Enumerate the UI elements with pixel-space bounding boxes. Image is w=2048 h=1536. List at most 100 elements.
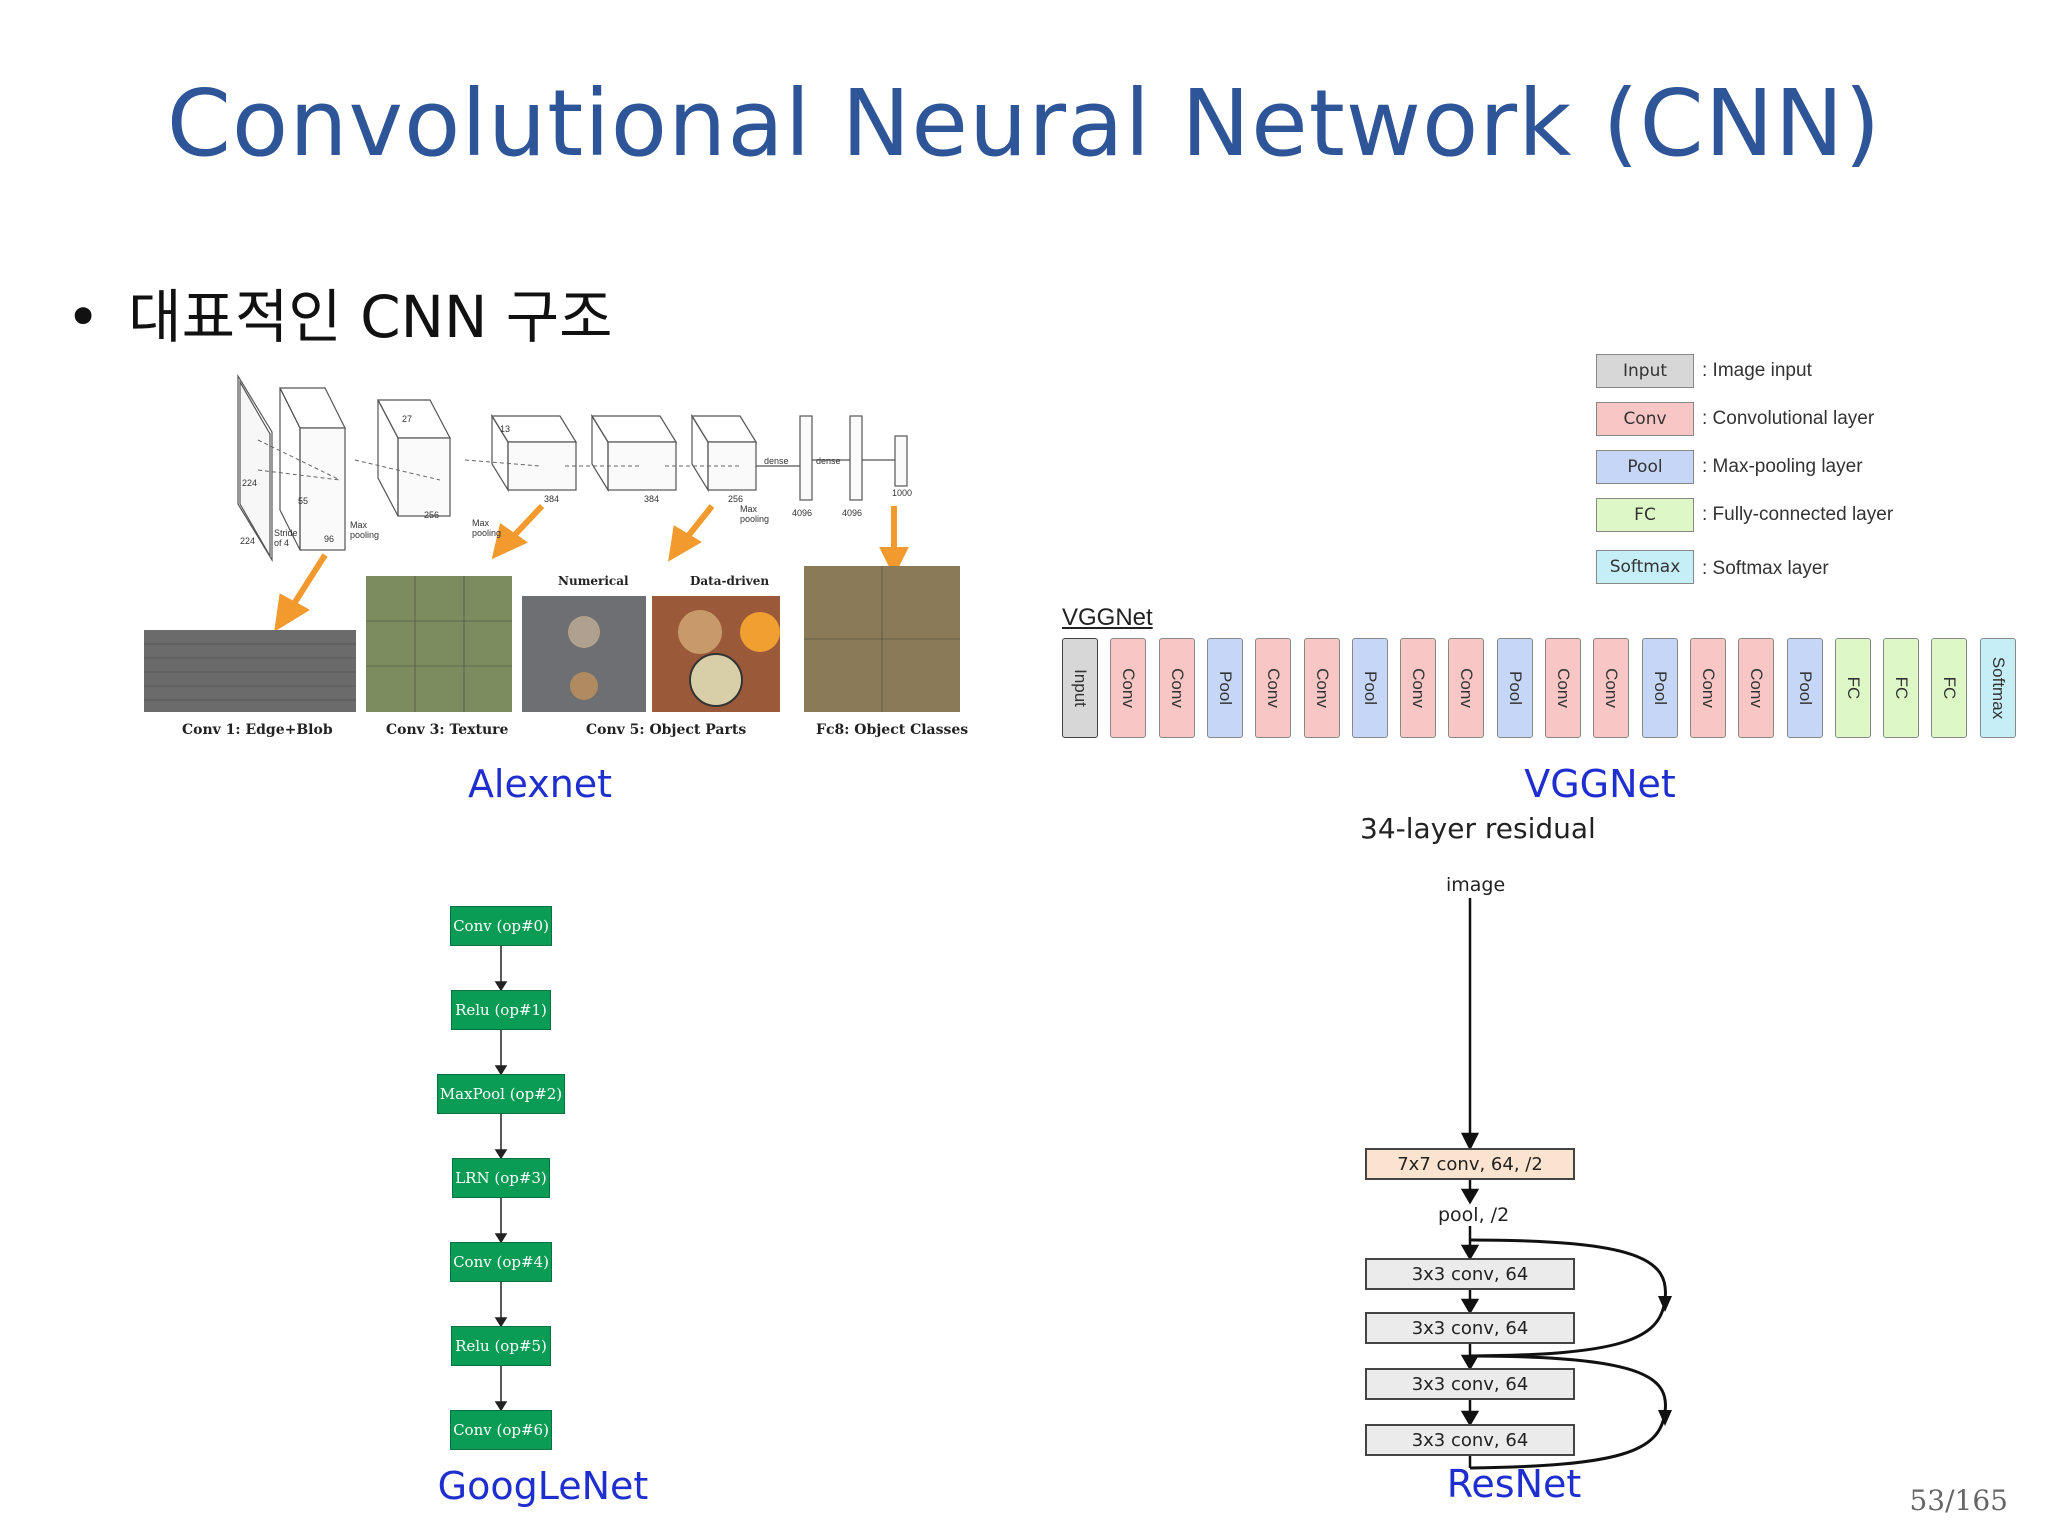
alexnet-heading-data-driven: Data-driven xyxy=(690,574,770,588)
googlenet-node-conv-4: Conv (op#4) xyxy=(450,1242,552,1282)
vggnet-layer-label: Conv xyxy=(1698,668,1718,708)
alexnet-figure: 224 224 Stride of 4 55 96 Max pooling 27… xyxy=(140,370,990,760)
resnet-conv-1: 3x3 conv, 64 xyxy=(1365,1258,1575,1290)
vggnet-layer-label: Pool xyxy=(1360,670,1380,706)
legend-pool-swatch: Pool xyxy=(1596,450,1694,484)
vggnet-layer-pool-9: Pool xyxy=(1496,638,1533,738)
alexnet-d2: 4096 xyxy=(842,508,863,518)
vggnet-layer-label: Conv xyxy=(1264,668,1284,708)
resnet-pool-label: pool, /2 xyxy=(1438,1204,1510,1226)
alexnet-architecture-diagram xyxy=(144,373,960,712)
vggnet-layer-pool-12: Pool xyxy=(1641,638,1678,738)
vggnet-layer-conv-11: Conv xyxy=(1593,638,1630,738)
vggnet-layer-fc-16: FC xyxy=(1834,638,1871,738)
alexnet-layer-label-2: Conv 3: Texture xyxy=(386,722,509,738)
alexnet-caption: Alexnet xyxy=(467,762,613,806)
alexnet-c2d: 256 xyxy=(424,510,440,520)
legend-softmax-swatch: Softmax xyxy=(1596,550,1694,584)
vggnet-layer-label: Conv xyxy=(1409,668,1429,708)
vggnet-layer-pool-15: Pool xyxy=(1786,638,1823,738)
bullet-dot-icon: • xyxy=(66,283,101,351)
vggnet-layer-label: Pool xyxy=(1215,670,1235,706)
vggnet-layer-label: Conv xyxy=(1602,668,1622,708)
vggnet-layer-conv-14: Conv xyxy=(1738,638,1775,738)
vggnet-layer-conv-13: Conv xyxy=(1689,638,1726,738)
googlenet-node-conv-6: Conv (op#6) xyxy=(450,1410,552,1450)
legend-conv-swatch: Conv xyxy=(1596,402,1694,436)
vggnet-layer-conv-4: Conv xyxy=(1255,638,1292,738)
vggnet-layer-pool-3: Pool xyxy=(1206,638,1243,738)
vggnet-layer-conv-5: Conv xyxy=(1303,638,1340,738)
legend-input-swatch: Input xyxy=(1596,354,1694,388)
vggnet-layer-softmax-19: Softmax xyxy=(1979,638,2016,738)
vggnet-layer-label: Conv xyxy=(1312,668,1332,708)
alexnet-c1: 55 xyxy=(298,496,309,506)
alexnet-dense1: dense xyxy=(764,456,789,466)
vggnet-layer-conv-8: Conv xyxy=(1448,638,1485,738)
alexnet-stride: Stride of 4 xyxy=(274,528,298,548)
alexnet-d1: 4096 xyxy=(792,508,813,518)
vggnet-layer-label: FC xyxy=(1892,676,1912,700)
vggnet-caption: VGGNet xyxy=(1524,762,1676,806)
googlenet-node-relu-1: Relu (op#1) xyxy=(451,990,551,1030)
slide-title: Convolutional Neural Network (CNN) xyxy=(166,70,1882,177)
bullet-item: • 대표적인 CNN 구조 xyxy=(66,270,613,354)
vggnet-layer-fc-18: FC xyxy=(1931,638,1968,738)
vggnet-layer-label: Conv xyxy=(1119,668,1139,708)
vggnet-layer-label: Conv xyxy=(1457,668,1477,708)
googlenet-node-conv-0: Conv (op#0) xyxy=(450,906,552,946)
alexnet-c1d: 96 xyxy=(324,534,335,544)
vggnet-layer-label: Pool xyxy=(1795,670,1815,706)
alexnet-c2: 27 xyxy=(402,414,413,424)
resnet-conv-3: 3x3 conv, 64 xyxy=(1365,1368,1575,1400)
legend-fc-desc: : Fully-connected layer xyxy=(1702,504,1894,525)
page-number: 53/165 xyxy=(1909,1484,2008,1517)
vggnet-label: VGGNet xyxy=(1062,604,1153,631)
vggnet-layer-conv-2: Conv xyxy=(1158,638,1195,738)
vggnet-layer-conv-7: Conv xyxy=(1400,638,1437,738)
vggnet-layer-label: Softmax xyxy=(1988,656,2008,720)
vggnet-legend: Input : Image input Conv : Convolutional… xyxy=(1596,354,1996,594)
vggnet-layer-input-0: Input xyxy=(1062,638,1098,738)
vggnet-layer-conv-1: Conv xyxy=(1110,638,1147,738)
alexnet-mp2: Max pooling xyxy=(472,518,502,538)
vggnet-layer-label: Input xyxy=(1071,669,1090,707)
alexnet-input-w: 224 xyxy=(240,536,256,546)
alexnet-d3: 1000 xyxy=(892,488,913,498)
googlenet-node-lrn-3: LRN (op#3) xyxy=(452,1158,550,1198)
bullet-text: 대표적인 CNN 구조 xyxy=(128,283,613,351)
vggnet-layer-pool-6: Pool xyxy=(1351,638,1388,738)
vggnet-layer-label: FC xyxy=(1940,676,1960,700)
vggnet-layer-conv-10: Conv xyxy=(1545,638,1581,738)
resnet-input-label: image xyxy=(1446,874,1506,896)
alexnet-layer-label-3: Conv 5: Object Parts xyxy=(586,722,747,738)
googlenet-node-relu-5: Relu (op#5) xyxy=(451,1326,551,1366)
alexnet-dense2: dense xyxy=(816,456,841,466)
googlenet-node-maxpool-2: MaxPool (op#2) xyxy=(437,1074,565,1114)
alexnet-layer-label-4: Fc8: Object Classes xyxy=(816,722,969,738)
resnet-conv-2: 3x3 conv, 64 xyxy=(1365,1312,1575,1344)
alexnet-c3: 13 xyxy=(500,424,511,434)
legend-softmax-desc: : Softmax layer xyxy=(1702,558,1829,579)
resnet-heading: 34-layer residual xyxy=(1360,812,1596,845)
alexnet-mp1: Max pooling xyxy=(350,520,380,540)
vggnet-layer-fc-17: FC xyxy=(1883,638,1920,738)
alexnet-heading-numerical: Numerical xyxy=(558,574,629,588)
legend-fc-swatch: FC xyxy=(1596,498,1694,532)
alexnet-c4d: 384 xyxy=(644,494,660,504)
vggnet-layer-label: FC xyxy=(1843,676,1863,700)
vggnet-layer-label: Pool xyxy=(1650,670,1670,706)
legend-input-desc: : Image input xyxy=(1702,360,1812,381)
resnet-conv-4: 3x3 conv, 64 xyxy=(1365,1424,1575,1456)
alexnet-input-h: 224 xyxy=(242,478,258,488)
alexnet-c5d: 256 xyxy=(728,494,744,504)
googlenet-caption: GoogLeNet xyxy=(437,1464,649,1508)
legend-pool-desc: : Max-pooling layer xyxy=(1702,456,1863,477)
alexnet-mp3: Max pooling xyxy=(740,504,770,524)
legend-conv-desc: : Convolutional layer xyxy=(1702,408,1875,429)
alexnet-layer-label-1: Conv 1: Edge+Blob xyxy=(182,722,333,738)
vggnet-layer-label: Conv xyxy=(1554,668,1573,708)
